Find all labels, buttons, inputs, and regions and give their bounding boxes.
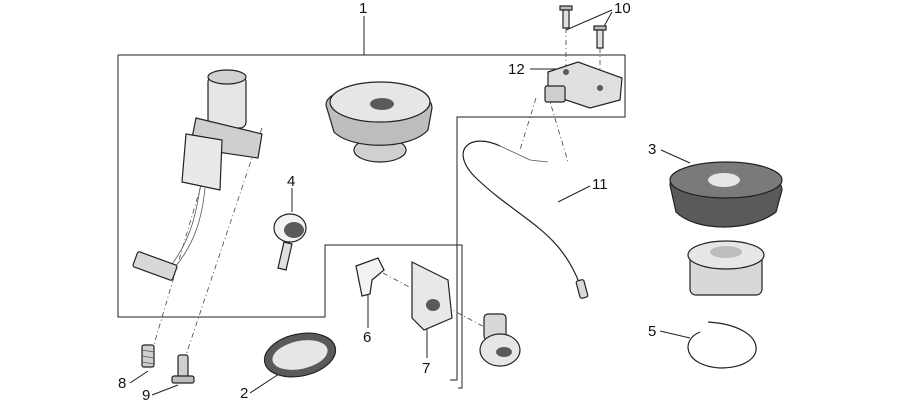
fuel-cap-base-part <box>687 240 765 296</box>
callout-3: 3 <box>648 141 656 158</box>
key-4-part <box>273 213 307 271</box>
kit-frame-1-left <box>117 55 325 318</box>
leader-3 <box>660 149 691 164</box>
callout-9: 9 <box>142 387 150 403</box>
callout-10: 10 <box>614 0 631 17</box>
axis-sensor-12 <box>547 94 569 163</box>
callout-12: 12 <box>508 61 525 78</box>
callout-4: 4 <box>287 173 295 190</box>
screws-10-part <box>559 5 607 49</box>
lock-cylinder-part <box>479 313 521 367</box>
sensor-12-part <box>544 61 623 109</box>
leader-2 <box>249 371 283 394</box>
screw-9-part <box>171 354 195 384</box>
leader-10a <box>565 9 613 31</box>
bracket-6-part <box>355 257 385 297</box>
axis-ignition-9 <box>184 127 263 359</box>
leader-5 <box>659 330 691 339</box>
axis-sensor-12b <box>519 97 537 151</box>
callout-1: 1 <box>359 0 367 17</box>
leader-8 <box>129 370 149 384</box>
kit-frame-1-right <box>456 55 626 245</box>
circlip-5-part <box>687 321 757 369</box>
fuel-cap-kit-part <box>325 81 433 163</box>
kit-frame-1-inner <box>324 244 463 388</box>
callout-8: 8 <box>118 375 126 392</box>
callout-7: 7 <box>422 360 430 377</box>
leader-11 <box>557 185 591 203</box>
leader-9 <box>151 384 179 396</box>
callout-11: 11 <box>592 176 608 193</box>
badge-2-part <box>263 332 337 378</box>
bracket-7-part <box>411 261 453 331</box>
ignition-switch-part <box>132 69 263 281</box>
callout-5: 5 <box>648 323 656 340</box>
fuel-cap-3-part <box>669 161 783 228</box>
cable-11-part <box>462 140 589 299</box>
callout-2: 2 <box>240 385 248 402</box>
screw-8-part <box>141 344 155 368</box>
callout-6: 6 <box>363 329 371 346</box>
